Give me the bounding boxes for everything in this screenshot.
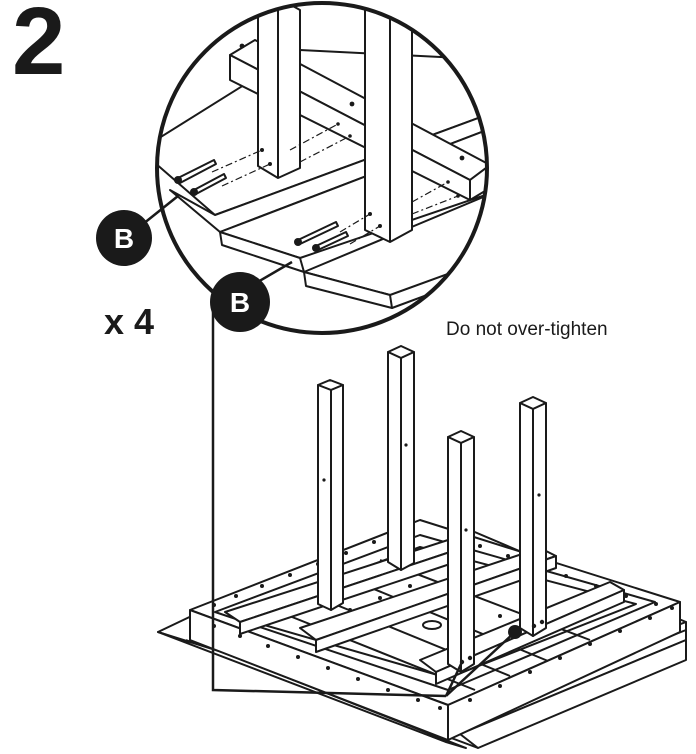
instruction-note: Do not over-tighten (446, 319, 608, 340)
detail-screws (174, 159, 349, 252)
step-number: 2 (12, 0, 66, 95)
callout-leader (211, 300, 516, 698)
callout-pointer-dot (508, 625, 522, 639)
part-badge-label: B (114, 223, 134, 254)
leg-back-right (387, 345, 415, 571)
part-badge-label: B (230, 287, 250, 318)
part-badge-b-upper: B (96, 210, 152, 266)
detail-leg-right (364, 3, 413, 243)
leg-front-left (447, 430, 475, 673)
apron-frame (189, 519, 681, 741)
part-badge-b-lower: B (210, 272, 270, 332)
quantity-label: x 4 (104, 301, 155, 342)
table-assembly (157, 345, 687, 749)
table-legs (317, 345, 547, 673)
leg-front-right (519, 396, 547, 637)
zoom-detail (137, 1, 489, 335)
leg-back-left (317, 379, 344, 611)
